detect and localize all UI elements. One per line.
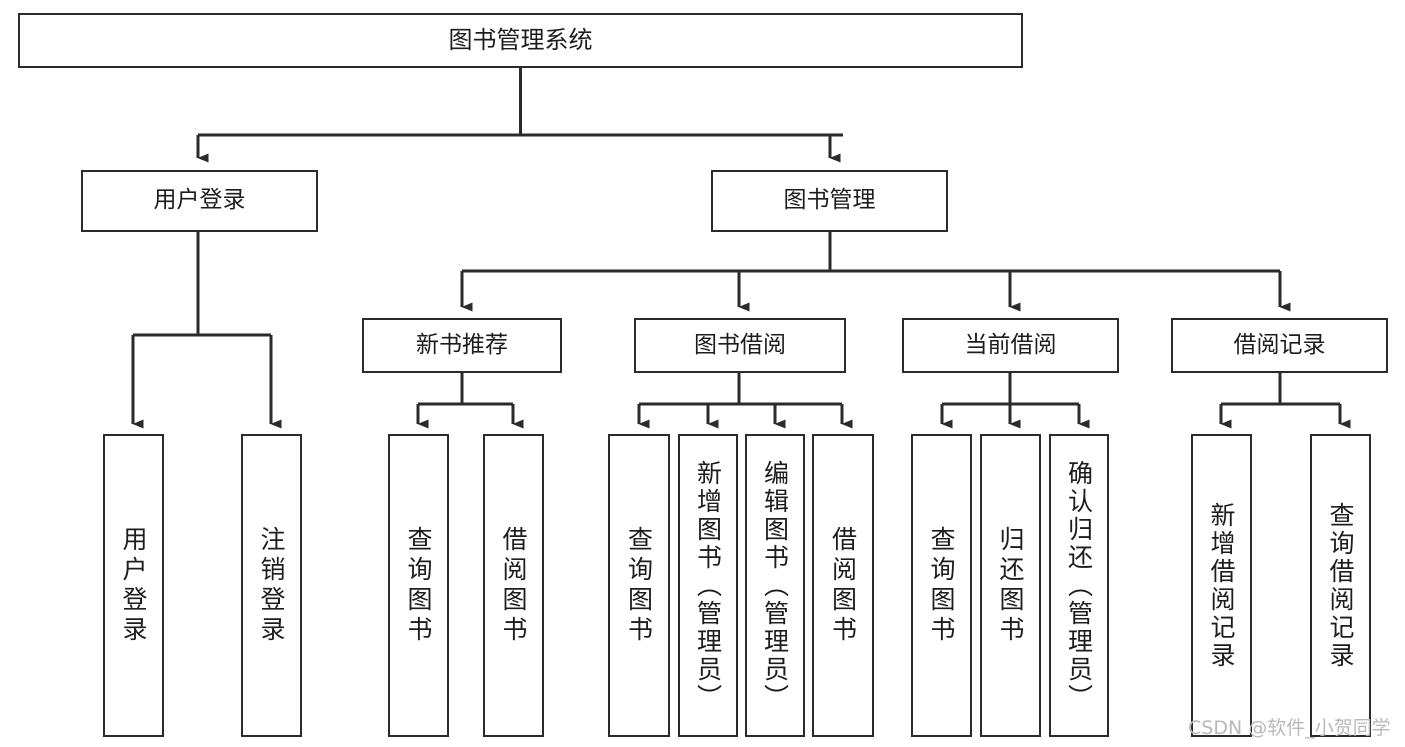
node-leaf-confirm-return-admin[interactable]: 确认归还（管理员）: [1049, 434, 1109, 737]
node-leaf-confirm-return-admin-label: 确认归还（管理员）: [1064, 459, 1094, 712]
node-new-book-recommend[interactable]: 新书推荐: [362, 318, 562, 373]
node-leaf-edit-book-admin-label: 编辑图书（管理员）: [760, 459, 790, 712]
node-leaf-user-login[interactable]: 用户登录: [103, 434, 164, 737]
node-leaf-edit-book-admin[interactable]: 编辑图书（管理员）: [745, 434, 805, 737]
csdn-watermark: CSDN @软件_小贺同学: [1188, 717, 1391, 739]
node-leaf-user-login-label: 用户登录: [119, 525, 148, 646]
node-current-borrow[interactable]: 当前借阅: [902, 318, 1119, 373]
node-leaf-logout-login[interactable]: 注销登录: [241, 434, 302, 737]
node-current-borrow-label: 当前借阅: [964, 331, 1057, 358]
node-leaf-query-book-1[interactable]: 查询图书: [388, 434, 449, 737]
node-new-book-recommend-label: 新书推荐: [416, 331, 508, 358]
node-leaf-borrow-book-1[interactable]: 借阅图书: [483, 434, 544, 737]
node-book-borrow-label: 图书借阅: [694, 331, 786, 358]
node-root[interactable]: 图书管理系统: [18, 13, 1023, 68]
node-leaf-query-book-2-label: 查询图书: [624, 525, 654, 646]
node-borrow-record[interactable]: 借阅记录: [1171, 318, 1388, 373]
node-user-login-label: 用户登录: [153, 187, 246, 214]
node-leaf-borrow-book-2-label: 借阅图书: [828, 525, 858, 646]
node-leaf-borrow-book-1-label: 借阅图书: [499, 525, 528, 646]
node-book-management-label: 图书管理: [783, 187, 876, 214]
node-leaf-add-borrow-record-label: 新增借阅记录: [1207, 501, 1236, 670]
node-leaf-return-book-label: 归还图书: [996, 525, 1025, 646]
node-leaf-query-borrow-record[interactable]: 查询借阅记录: [1310, 434, 1371, 737]
node-leaf-return-book[interactable]: 归还图书: [980, 434, 1041, 737]
node-leaf-query-book-3-label: 查询图书: [927, 525, 956, 646]
node-leaf-logout-login-label: 注销登录: [257, 525, 286, 646]
node-leaf-add-book-admin[interactable]: 新增图书（管理员）: [678, 434, 738, 737]
node-root-label: 图书管理系统: [448, 26, 593, 55]
node-leaf-add-book-admin-label: 新增图书（管理员）: [693, 459, 723, 712]
node-leaf-add-borrow-record[interactable]: 新增借阅记录: [1191, 434, 1252, 737]
node-book-borrow[interactable]: 图书借阅: [634, 318, 846, 373]
node-leaf-query-borrow-record-label: 查询借阅记录: [1326, 501, 1355, 670]
node-leaf-query-book-1-label: 查询图书: [404, 525, 433, 646]
node-leaf-borrow-book-2[interactable]: 借阅图书: [812, 434, 874, 737]
node-borrow-record-label: 借阅记录: [1233, 331, 1326, 358]
node-leaf-query-book-2[interactable]: 查询图书: [608, 434, 670, 737]
node-user-login[interactable]: 用户登录: [81, 170, 318, 232]
node-book-management[interactable]: 图书管理: [711, 170, 948, 232]
node-leaf-query-book-3[interactable]: 查询图书: [911, 434, 972, 737]
